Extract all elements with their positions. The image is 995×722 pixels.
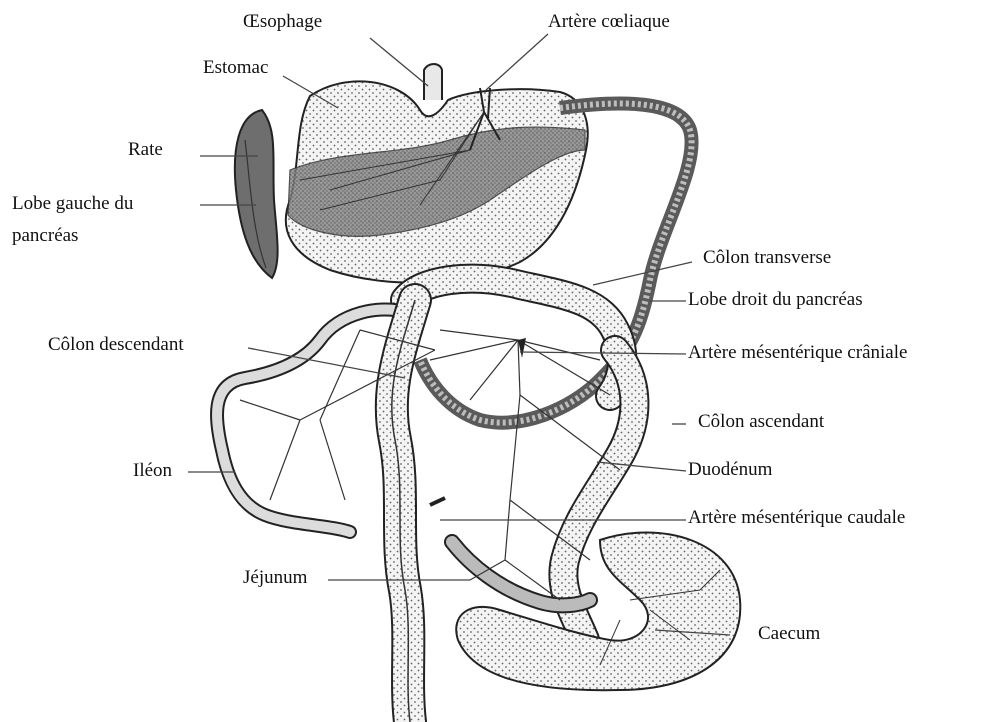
label-artere-coeliaque: Artère cœliaque <box>548 12 670 33</box>
label-jejunum: Jéjunum <box>243 568 307 589</box>
caecum-shape <box>456 533 740 691</box>
label-colon-ascendant: Côlon ascendant <box>698 412 824 433</box>
label-rate: Rate <box>128 140 163 161</box>
label-lobe-gauche-line1: Lobe gauche du <box>12 194 133 215</box>
label-artere-mesenterique-craniale: Artère mésentérique crâniale <box>688 343 907 364</box>
label-oesophage: Œsophage <box>243 12 322 33</box>
label-caecum: Caecum <box>758 624 820 645</box>
label-artere-mesenterique-caudale: Artère mésentérique caudale <box>688 508 905 529</box>
esophagus-shape <box>424 64 442 100</box>
label-ileon: Iléon <box>133 461 172 482</box>
spleen-shape <box>235 110 278 278</box>
label-estomac: Estomac <box>203 58 268 79</box>
label-lobe-gauche-line2: pancréas <box>12 226 78 247</box>
label-lobe-droit: Lobe droit du pancréas <box>688 290 863 311</box>
label-colon-transverse: Côlon transverse <box>703 248 831 269</box>
label-duodenum: Duodénum <box>688 460 772 481</box>
label-colon-descendant: Côlon descendant <box>48 335 184 356</box>
